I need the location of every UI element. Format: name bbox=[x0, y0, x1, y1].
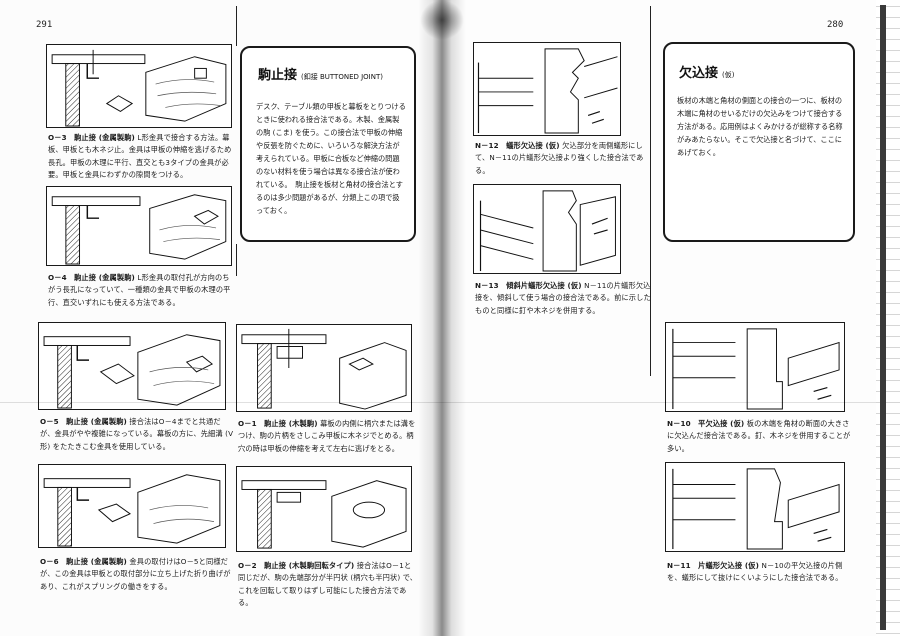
caption-o5-text: 接合法はO－4までと共通だが、金具がやや複雑になっている。幕板の方に、先細溝 (… bbox=[40, 417, 234, 451]
caption-o1-label: O－1 駒止接 (木製駒) bbox=[238, 419, 318, 428]
caption-n12-text: 欠込部分を両側蟻形にして、N－11の片蟻形欠込接より強くした接合法である。 bbox=[475, 141, 644, 175]
info-box-komadome: 駒止接(釦接 BUTTONED JOINT) デスク、テーブル類の甲板と幕板をと… bbox=[240, 46, 416, 242]
scan-fold-line bbox=[0, 402, 900, 403]
caption-o6-label: O－6 駒止接 (金属製駒) bbox=[40, 557, 127, 566]
figure-o4-drawing bbox=[51, 194, 227, 265]
caption-n11: N－11 片蟻形欠込接 (仮) N－10の平欠込接の片側を、蟻形にして抜けにくい… bbox=[667, 560, 853, 585]
caption-o4-label: O－4 駒止接 (金属製駒) bbox=[48, 273, 135, 282]
figure-o1-drawing bbox=[241, 328, 407, 410]
page-number-left: 291 bbox=[36, 20, 53, 30]
column-rule bbox=[236, 244, 237, 276]
figure-n13 bbox=[473, 184, 621, 274]
figure-o6 bbox=[38, 464, 226, 548]
column-rule bbox=[236, 6, 237, 46]
figure-n13-drawing bbox=[479, 190, 616, 272]
page-number-right: 280 bbox=[827, 20, 844, 30]
caption-n13-text: N－11の片蟻形欠込接を、傾斜して使う場合の接合法である。前に示したものと同様に… bbox=[475, 281, 651, 315]
figure-n11-drawing bbox=[672, 468, 840, 550]
figure-o2 bbox=[236, 466, 412, 552]
caption-o5-label: O－5 駒止接 (金属製駒) bbox=[40, 417, 127, 426]
figure-o2-drawing bbox=[241, 480, 407, 549]
caption-n10-text: 板の木端を角材の断面の大きさに欠込んだ接合法である。釘、木ネジを併用することが多… bbox=[667, 419, 851, 453]
info-box-komadome-subtitle: (釦接 BUTTONED JOINT) bbox=[301, 73, 383, 81]
caption-n13-label: N－13 傾斜片蟻形欠込接 (仮) bbox=[475, 281, 582, 290]
caption-n10-label: N－10 平欠込接 (仮) bbox=[667, 419, 745, 428]
figure-o1 bbox=[236, 324, 412, 412]
info-box-komadome-title: 駒止接(釦接 BUTTONED JOINT) bbox=[258, 64, 383, 83]
page-edge-shadow bbox=[880, 5, 886, 630]
caption-o4-text: L形金具の取付孔が方向のちがう長孔になっていて、一種類の金具で甲板の木理の平行、… bbox=[48, 273, 231, 307]
caption-n13: N－13 傾斜片蟻形欠込接 (仮) N－11の片蟻形欠込接を、傾斜して使う場合の… bbox=[475, 280, 655, 317]
figure-n12 bbox=[473, 42, 621, 136]
figure-o3 bbox=[46, 44, 232, 128]
figure-n10-drawing bbox=[672, 328, 840, 410]
caption-n11-text: N－10の平欠込接の片側を、蟻形にして抜けにくいようにした接合法である。 bbox=[667, 561, 843, 583]
info-box-kakekomi: 欠込接(仮) 板材の木端と角材の側面との接合の一つに、板材の木端に角材のせいるだ… bbox=[663, 42, 855, 242]
info-box-kakekomi-subtitle: (仮) bbox=[722, 71, 735, 79]
caption-o3: O－3 駒止接 (金属製駒) L形金具で接合する方法。幕板、甲板とも木ネジ止。金… bbox=[48, 132, 236, 182]
caption-o1: O－1 駒止接 (木製駒) 幕板の内側に柄穴または溝をつけ、駒の片柄をさしこみ甲… bbox=[238, 418, 418, 455]
info-box-kakekomi-title: 欠込接(仮) bbox=[679, 62, 734, 81]
caption-o2-text: 接合法はO－1と同じだが、駒の先端部分が半円状 (柄穴も半円状) で、これを回転… bbox=[238, 561, 418, 608]
caption-o1-text: 幕板の内側に柄穴または溝をつけ、駒の片柄をさしこみ甲板に木ネジでとめる。柄穴の時… bbox=[238, 419, 416, 453]
caption-o3-text: L形金具で接合する方法。幕板、甲板とも木ネジ止。金具は甲板の伸縮を逃げるため長孔… bbox=[48, 133, 232, 180]
left-page: 291 O－3 駒止接 (金属製駒) bbox=[0, 0, 445, 636]
caption-o6-text: 金具の取付けはO－5と同様だが、この金具は甲板との取付部分に立ち上げた折り曲げが… bbox=[40, 557, 231, 591]
caption-o5: O－5 駒止接 (金属製駒) 接合法はO－4までと共通だが、金具がやや複雑になっ… bbox=[40, 416, 234, 453]
figure-o5 bbox=[38, 322, 226, 410]
caption-n10: N－10 平欠込接 (仮) 板の木端を角材の断面の大きさに欠込んだ接合法である。… bbox=[667, 418, 851, 455]
caption-o3-label: O－3 駒止接 (金属製駒) bbox=[48, 133, 135, 142]
figure-n11 bbox=[665, 462, 845, 552]
caption-o6: O－6 駒止接 (金属製駒) 金具の取付けはO－5と同様だが、この金具は甲板との… bbox=[40, 556, 236, 593]
caption-o4: O－4 駒止接 (金属製駒) L形金具の取付孔が方向のちがう長孔になっていて、一… bbox=[48, 272, 236, 309]
caption-o2-label: O－2 駒止接 (木製駒回転タイプ) bbox=[238, 561, 355, 570]
figure-n10 bbox=[665, 322, 845, 412]
caption-o2: O－2 駒止接 (木製駒回転タイプ) 接合法はO－1と同じだが、駒の先端部分が半… bbox=[238, 560, 418, 610]
figure-o4 bbox=[46, 186, 232, 266]
info-box-komadome-body: デスク、テーブル類の甲板と幕板をとりつけるときに使われる接合法である。木製、金属… bbox=[256, 102, 406, 215]
info-box-kakekomi-body: 板材の木端と角材の側面との接合の一つに、板材の木端に角材のせいるだけの欠込みをつ… bbox=[677, 96, 843, 157]
figure-n12-drawing bbox=[477, 48, 618, 134]
caption-n12-label: N－12 蟻形欠込接 (仮) bbox=[475, 141, 560, 150]
book-gutter-shadow bbox=[418, 0, 466, 636]
figure-o3-drawing bbox=[51, 49, 227, 127]
right-page: 280 欠込接(仮) 板材の木端と角材の側面との接合の一つに、板材の木端に角材の… bbox=[445, 0, 900, 636]
caption-n11-label: N－11 片蟻形欠込接 (仮) bbox=[667, 561, 760, 570]
info-box-kakekomi-title-text: 欠込接 bbox=[679, 66, 719, 81]
info-box-komadome-title-text: 駒止接 bbox=[258, 68, 298, 83]
caption-n12: N－12 蟻形欠込接 (仮) 欠込部分を両側蟻形にして、N－11の片蟻形欠込接よ… bbox=[475, 140, 655, 177]
figure-o5-drawing bbox=[43, 334, 221, 409]
figure-o6-drawing bbox=[43, 474, 221, 547]
column-rule bbox=[650, 6, 651, 376]
gutter-top-shadow bbox=[420, 0, 464, 40]
